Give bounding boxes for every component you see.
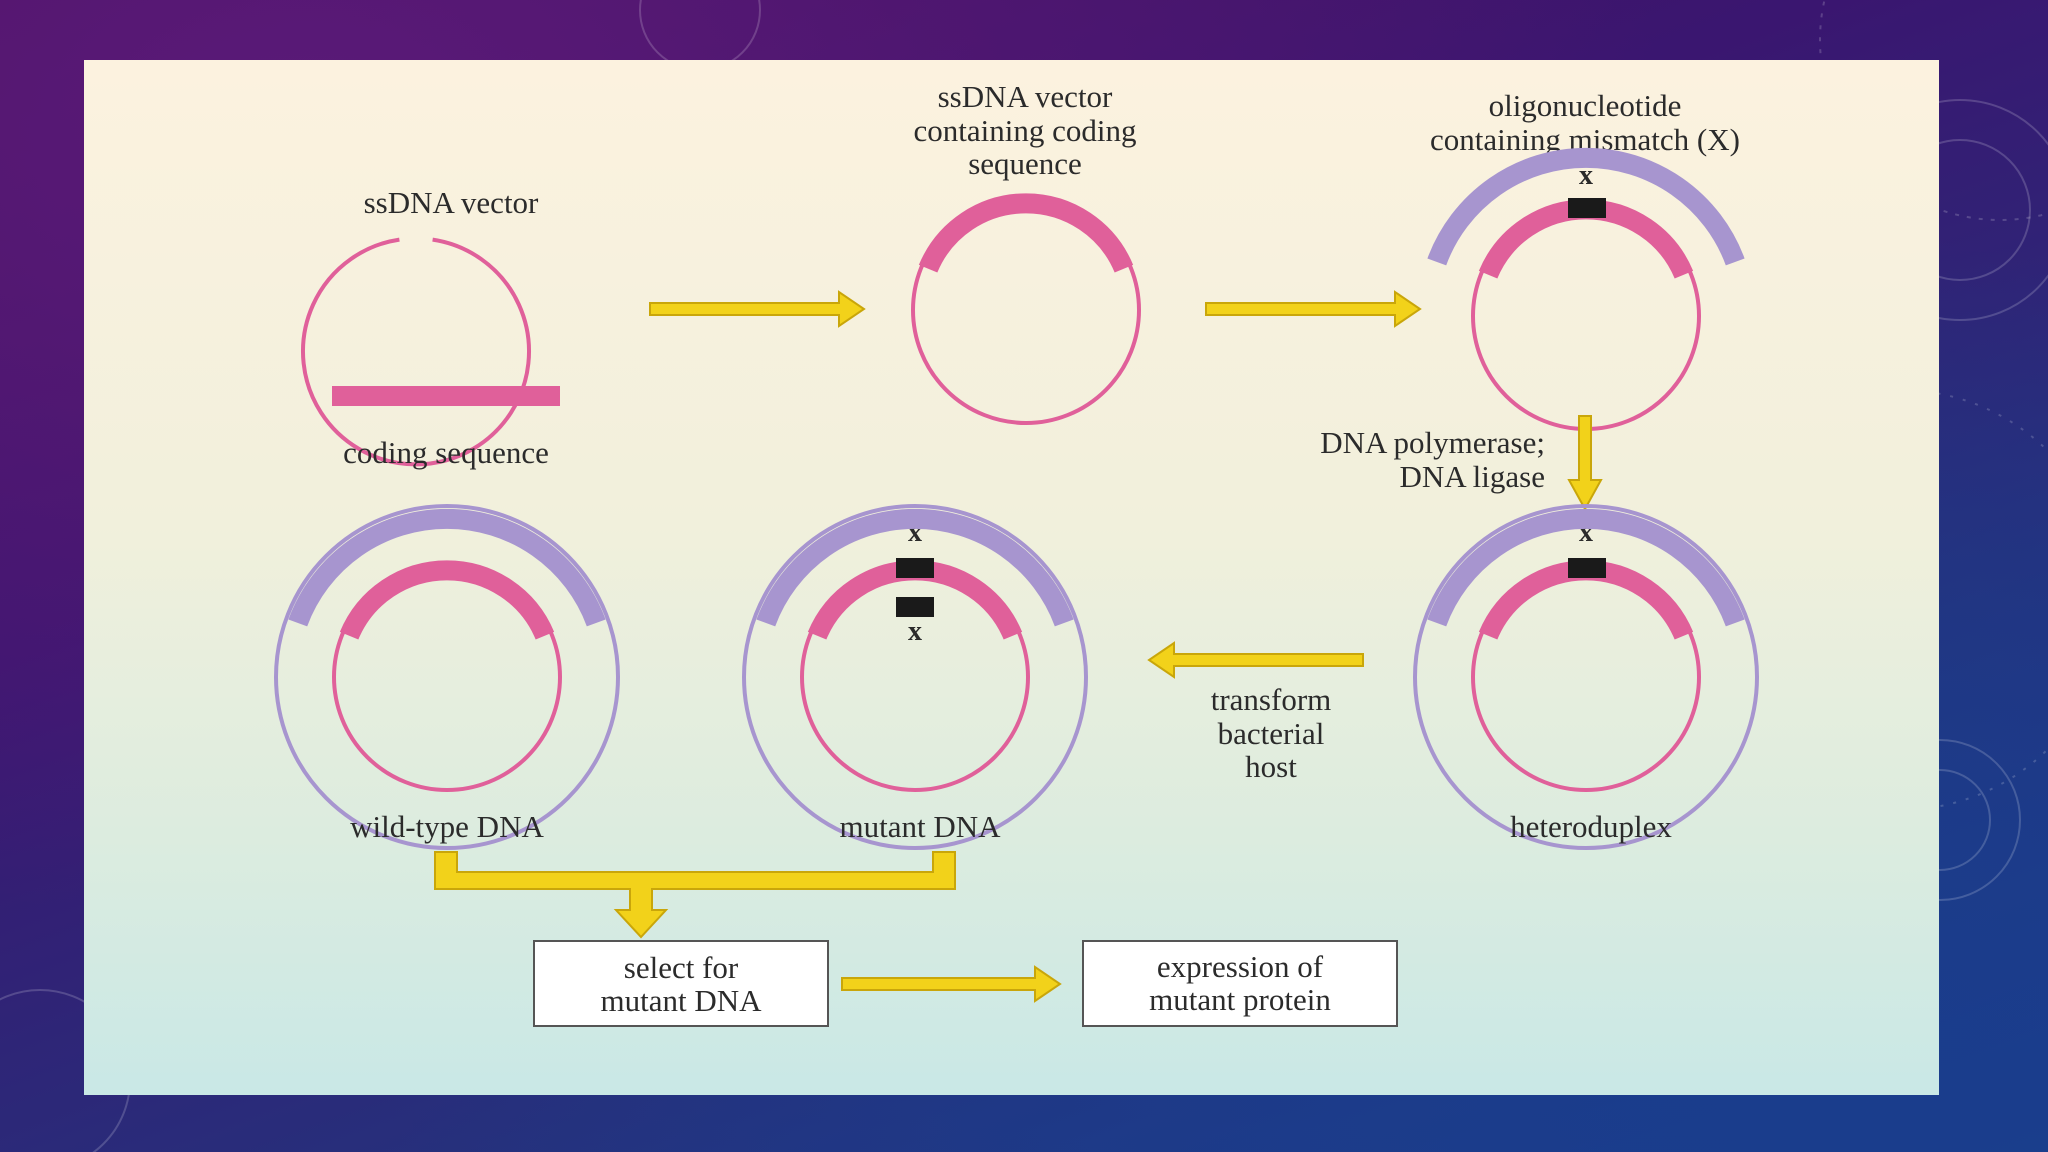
diagram-panel: ssDNA vector coding sequence ssDNA vecto… bbox=[84, 60, 1939, 1095]
oligonucleotide-arc bbox=[1427, 147, 1745, 266]
label-oligo-1: oligonucleotide bbox=[1489, 88, 1682, 123]
mismatch-block-oligo bbox=[1568, 198, 1606, 218]
label-transform-2: bacterial bbox=[1218, 716, 1325, 751]
label-expression-1: expression of bbox=[1157, 949, 1324, 984]
label-ligase: DNA ligase bbox=[1399, 459, 1545, 494]
site-directed-mutagenesis-diagram: ssDNA vector coding sequence ssDNA vecto… bbox=[274, 79, 1759, 1027]
mismatch-block-mutant-outer bbox=[896, 558, 934, 578]
mismatch-block-heteroduplex bbox=[1568, 558, 1606, 578]
arrow-to-expression bbox=[841, 965, 1062, 1003]
mismatch-block-mutant-inner bbox=[896, 597, 934, 617]
wildtype-outer-circle bbox=[274, 504, 620, 850]
ssdna-vector-circle bbox=[301, 237, 531, 467]
arrow-polymerase-down bbox=[1567, 415, 1603, 512]
label-heteroduplex: heteroduplex bbox=[1510, 809, 1672, 844]
label-vector-with-coding-2: containing coding bbox=[914, 113, 1137, 148]
mutant-outer-circle bbox=[742, 504, 1088, 850]
mismatch-mark-mutant-inner: x bbox=[908, 616, 922, 647]
wildtype-oligo-arc bbox=[288, 508, 606, 627]
heteroduplex-coding-insert bbox=[1478, 560, 1694, 640]
arrow-step1 bbox=[649, 290, 866, 328]
label-coding-sequence: coding sequence bbox=[343, 435, 549, 470]
arrow-merge-bracket bbox=[434, 851, 956, 939]
coding-sequence-bar bbox=[332, 386, 560, 406]
label-vector-with-coding-1: ssDNA vector bbox=[938, 79, 1113, 114]
coding-insert-step2 bbox=[918, 193, 1134, 273]
expression-box bbox=[1082, 940, 1398, 1027]
arrow-step2 bbox=[1205, 290, 1422, 328]
label-select-2: mutant DNA bbox=[600, 983, 762, 1018]
label-mutant-dna: mutant DNA bbox=[839, 809, 1001, 844]
label-vector-with-coding-3: sequence bbox=[968, 146, 1082, 181]
coding-insert-step3 bbox=[1478, 199, 1694, 279]
label-ssdna-vector: ssDNA vector bbox=[364, 185, 539, 220]
label-expression-2: mutant protein bbox=[1149, 982, 1331, 1017]
heteroduplex-outer-circle bbox=[1413, 504, 1759, 850]
label-polymerase: DNA polymerase; bbox=[1320, 425, 1545, 460]
mutant-oligo-arc bbox=[756, 508, 1074, 627]
label-transform-1: transform bbox=[1211, 682, 1332, 717]
wildtype-coding-insert bbox=[339, 560, 555, 640]
heteroduplex-oligo-arc bbox=[1427, 508, 1745, 627]
arrow-transform-left bbox=[1147, 641, 1364, 679]
label-wild-type-dna: wild-type DNA bbox=[350, 809, 544, 844]
label-select-1: select for bbox=[624, 950, 739, 985]
select-box bbox=[533, 940, 829, 1027]
label-transform-3: host bbox=[1245, 749, 1297, 784]
